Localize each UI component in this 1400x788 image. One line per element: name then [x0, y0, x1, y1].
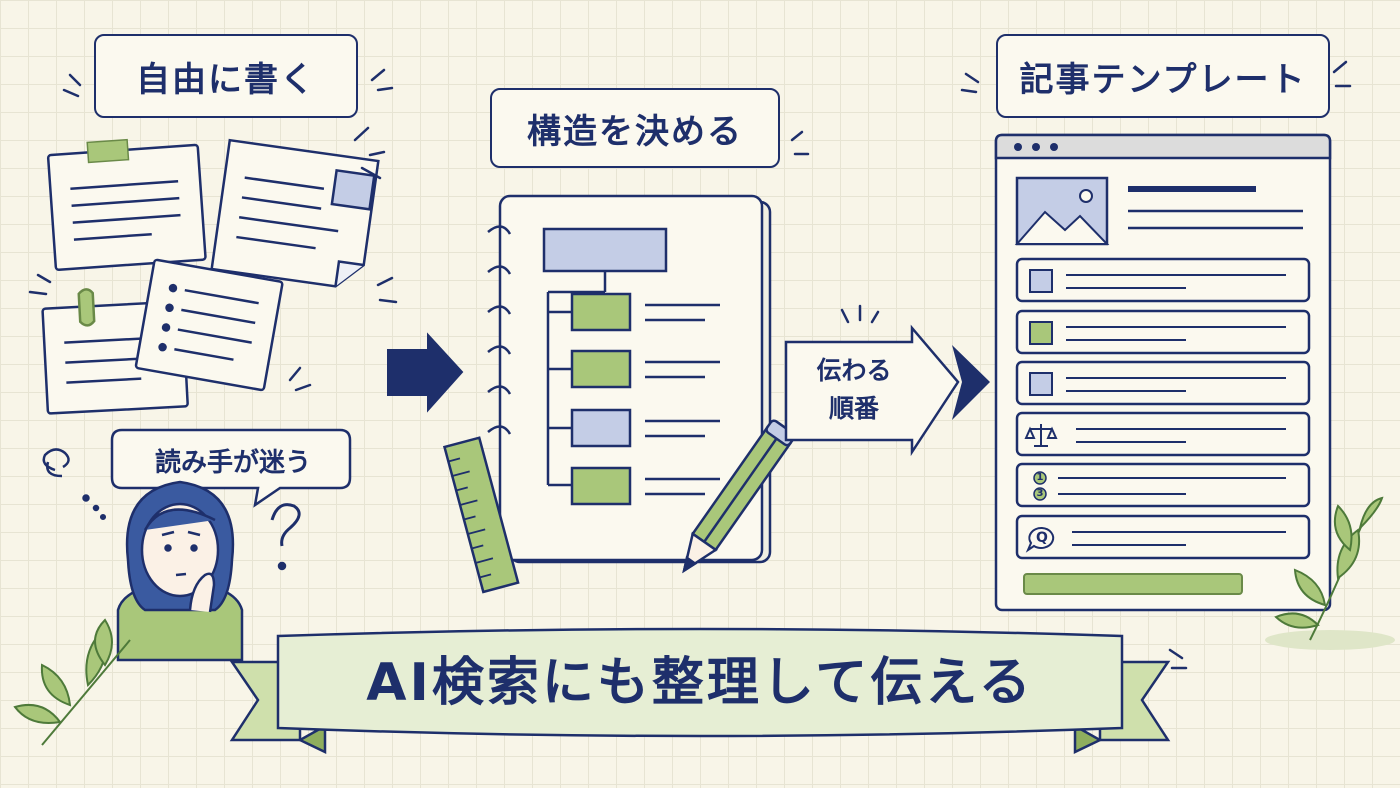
scattered-notes — [41, 138, 380, 415]
arrow-label: 伝わる 順番 — [796, 352, 912, 428]
ribbon-banner — [229, 627, 1171, 754]
arrow-label-line1: 伝わる — [816, 356, 892, 385]
flow-arrow-2 — [784, 324, 960, 457]
flow-arrow-1 — [387, 332, 464, 413]
note-card-b — [210, 138, 380, 288]
note-card-d — [134, 258, 284, 392]
article-template-window — [994, 133, 1332, 612]
stage-label-template: 記事テンプレート — [996, 34, 1330, 118]
structure-notebook — [487, 194, 772, 564]
ruler-icon — [442, 436, 520, 594]
scale-icon — [1024, 424, 1058, 447]
leaf-sprig-left — [13, 618, 131, 746]
confused-person — [42, 448, 301, 662]
number-1-icon — [1033, 471, 1047, 485]
arrow-label-line2: 順番 — [828, 394, 879, 423]
number-3-icon — [1033, 487, 1047, 501]
qa-label: Q — [1036, 530, 1048, 546]
number-1-label: 1 — [1036, 472, 1044, 483]
note-card-a — [46, 138, 207, 272]
accent-marks — [28, 60, 1352, 670]
number-3-label: 3 — [1036, 488, 1044, 499]
stage-label-free-writing: 自由に書く — [94, 34, 358, 118]
flow-arrow-2-head — [952, 345, 990, 420]
leaf-sprig-right — [1265, 496, 1395, 650]
banner-message: AI検索にも整理して伝える — [366, 653, 1034, 713]
stage-label-structure: 構造を決める — [490, 88, 780, 168]
qa-bubble-icon — [1025, 526, 1055, 553]
reader-confused-text: 読み手が迷う — [154, 448, 311, 478]
